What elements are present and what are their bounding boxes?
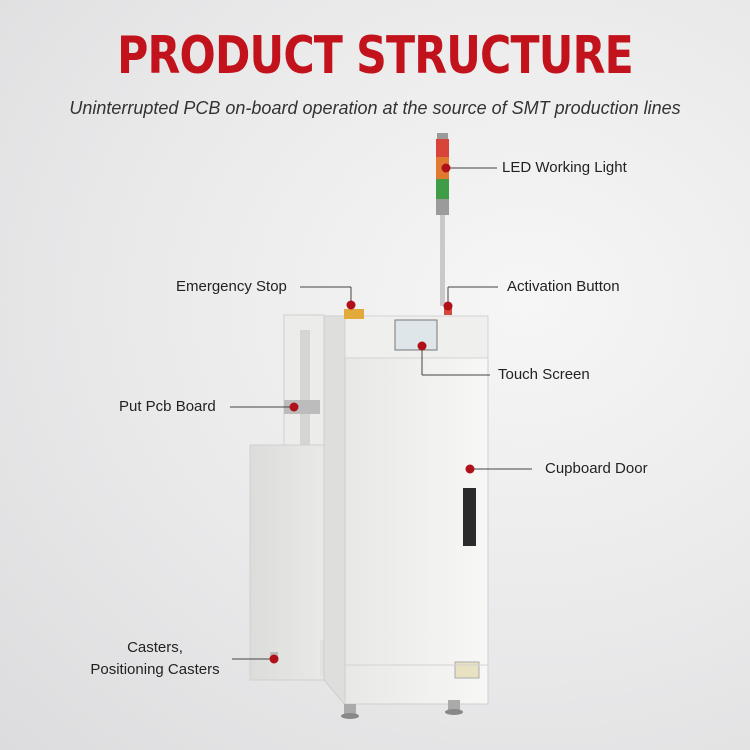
main-cabinet — [323, 307, 489, 707]
label-touch-screen: Touch Screen — [498, 366, 590, 383]
page-subtitle: Uninterrupted PCB on-board operation at … — [69, 98, 681, 118]
emergency-stop-dot — [346, 300, 356, 310]
label-led-working-light: LED Working Light — [502, 159, 627, 176]
activation-button-icon — [444, 307, 452, 315]
callout-dots — [269, 163, 475, 664]
label-casters: Casters, Positioning Casters — [85, 637, 225, 681]
led-tower — [436, 133, 449, 306]
label-put-pcb-board: Put Pcb Board — [119, 398, 216, 415]
touch-screen-dot — [417, 341, 427, 351]
door-handle-icon — [463, 488, 476, 546]
label-cupboard-door: Cupboard Door — [545, 460, 648, 477]
label-casters-line1: Casters, — [127, 639, 183, 656]
put-pcb-dot — [289, 402, 299, 412]
touch-screen-panel — [394, 319, 438, 351]
cupboard-door-dot — [465, 464, 475, 474]
callout-lines — [230, 167, 532, 660]
casters-dot — [269, 654, 279, 664]
label-activation-button: Activation Button — [507, 278, 620, 295]
label-emergency-stop: Emergency Stop — [176, 278, 287, 295]
led-light-dot — [441, 163, 451, 173]
activation-button-dot — [443, 301, 453, 311]
emergency-stop-icon — [344, 309, 364, 319]
page-title: PRODUCT STRUCTURE — [117, 26, 634, 86]
pcb-frame — [283, 314, 325, 466]
label-casters-line2: Positioning Casters — [90, 661, 220, 678]
